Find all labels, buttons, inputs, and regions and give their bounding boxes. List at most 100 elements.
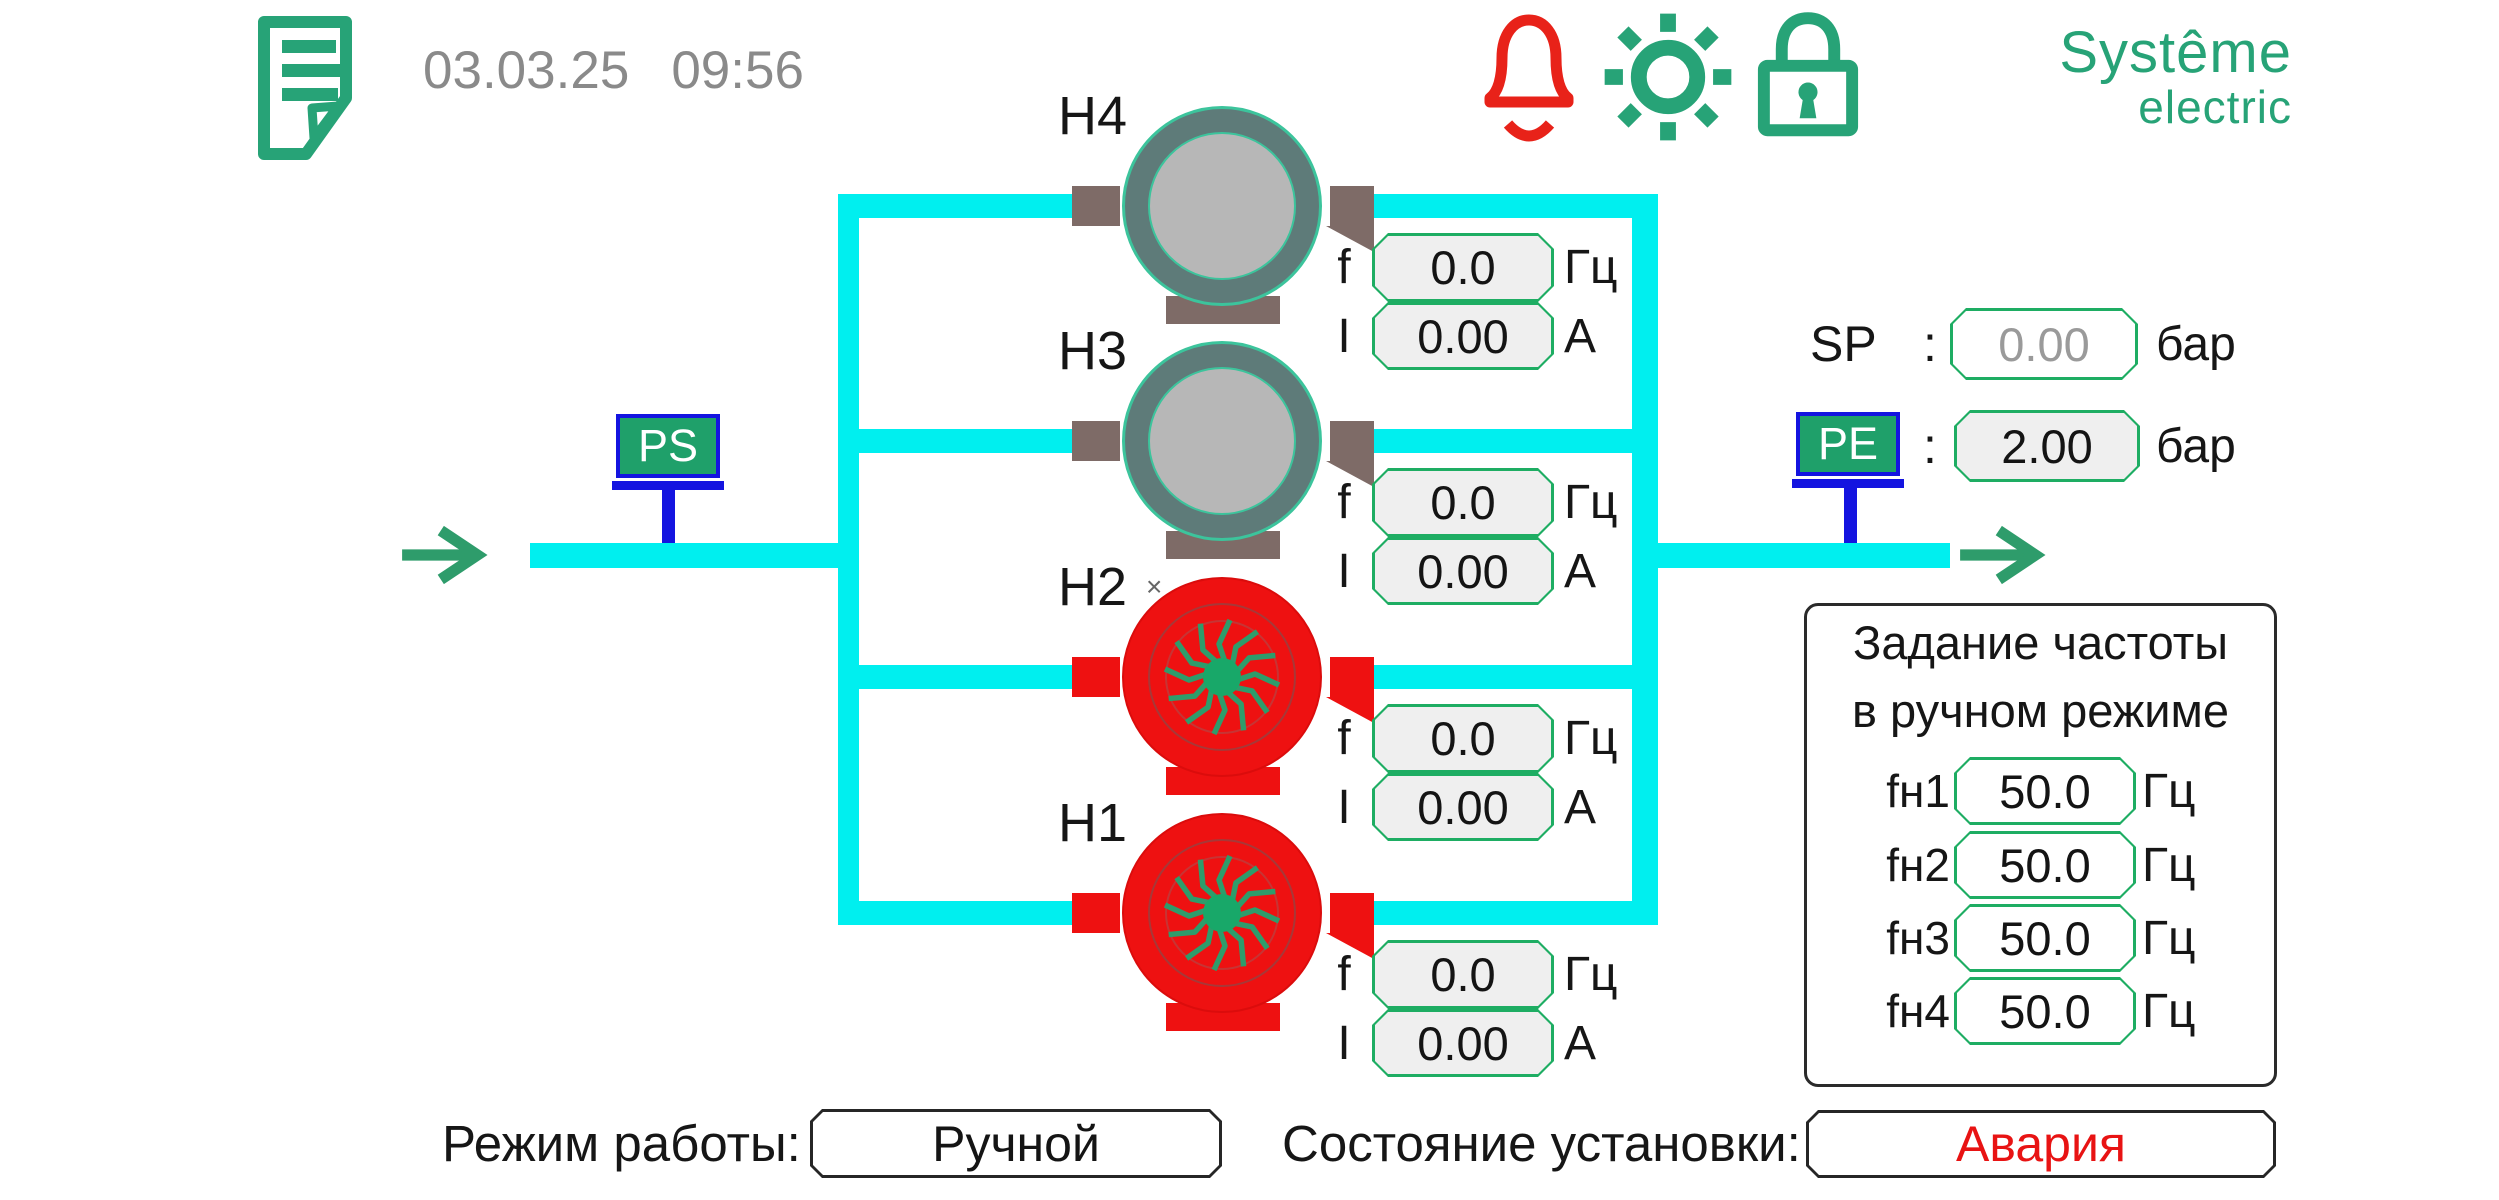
pump-h2[interactable]: H2 f 0.0 Гц I 0.00 А — [1040, 557, 1700, 849]
brand-logo: Systême electric — [1954, 20, 2292, 133]
pump-h2-outlet-flange — [1330, 657, 1374, 697]
fn1-input[interactable]: 50.0 — [1954, 757, 2136, 825]
pump-h2-label: H2 — [1058, 557, 1128, 617]
fn3-label: fн3 — [1886, 912, 1950, 964]
fn2-unit: Гц — [2142, 838, 2196, 892]
fn4-input[interactable]: 50.0 — [1954, 977, 2136, 1045]
pump-h4-outlet-flange — [1330, 186, 1374, 226]
document-icon — [248, 12, 362, 162]
fn1-unit: Гц — [2142, 764, 2196, 818]
pump-h3-outlet-flange — [1330, 421, 1374, 461]
fn1-label: fн1 — [1886, 765, 1950, 817]
pump-h4-motor-face — [1148, 132, 1296, 280]
state-label: Состояние установки: — [1282, 1114, 1801, 1172]
state-value-box: Авария — [1806, 1110, 2276, 1178]
pump-h1-current-readout: 0.00 — [1372, 1009, 1554, 1077]
inlet-pipe — [530, 543, 859, 568]
pe-unit: бар — [2156, 419, 2236, 473]
date-text: 03.03.25 — [423, 40, 630, 100]
logo-line1: Systême — [2059, 20, 2292, 85]
settings-button[interactable] — [1600, 10, 1736, 144]
pe-sensor-stem — [1844, 488, 1857, 543]
ps-sensor: PS — [616, 414, 720, 478]
pump-h4-f-label: f — [1337, 241, 1351, 294]
pe-sensor: PE — [1796, 412, 1900, 476]
pump-h2-i-label: I — [1337, 780, 1351, 834]
discharge-header-pipe — [1632, 194, 1658, 925]
pump-h1-outlet-flange — [1330, 893, 1374, 933]
datetime: 03.03.25 09:56 — [423, 40, 804, 100]
fn4-unit: Гц — [2142, 984, 2196, 1038]
pump-h1-frequency-readout: 0.0 — [1372, 940, 1554, 1009]
pump-h3-f-label: f — [1337, 476, 1351, 529]
pe-colon: : — [1923, 418, 1937, 474]
pump-h2-f-label: f — [1337, 712, 1351, 765]
time-text: 09:56 — [671, 40, 804, 100]
branch-pipe-h1-out — [1374, 901, 1658, 925]
branch-pipe-h2-out — [1374, 665, 1658, 689]
pump-h2-impeller-icon — [1122, 577, 1322, 777]
pump-h3-label: H3 — [1058, 321, 1128, 381]
lock-icon — [1746, 4, 1870, 142]
lock-button[interactable] — [1746, 4, 1870, 142]
pump-h1-f-unit: Гц — [1564, 948, 1618, 1001]
pump-h1-impeller-icon — [1122, 813, 1322, 1013]
pump-h1-inlet-flange — [1072, 893, 1120, 933]
pump-h1-i-label: I — [1337, 1016, 1351, 1070]
sp-label: SP — [1810, 316, 1877, 372]
pump-h3-frequency-readout: 0.0 — [1372, 468, 1554, 537]
ps-sensor-bar — [612, 481, 724, 490]
mouse-cursor-artifact: × — [1146, 571, 1163, 602]
pump-h2-inlet-flange — [1072, 657, 1120, 697]
fn2-input[interactable]: 50.0 — [1954, 831, 2136, 899]
fn3-input[interactable]: 50.0 — [1954, 904, 2136, 972]
outlet-flow-arrow-icon — [1954, 524, 2068, 586]
pump-h2-i-unit: А — [1564, 780, 1597, 834]
pump-h3[interactable]: H3 f 0.0 Гц I 0.00 А — [1040, 321, 1700, 613]
report-button[interactable] — [248, 12, 362, 162]
sp-setpoint-input[interactable]: 0.00 — [1950, 308, 2138, 380]
suction-header-pipe — [838, 194, 859, 925]
pump-h3-motor-face — [1148, 367, 1296, 515]
fn3-unit: Гц — [2142, 911, 2196, 965]
pump-h4-f-unit: Гц — [1564, 241, 1618, 294]
pump-h1[interactable]: H1 f 0.0 Гц I 0.00 А — [1040, 793, 1700, 1085]
pump-h4-i-label: I — [1337, 309, 1351, 363]
sp-colon: : — [1923, 316, 1937, 372]
manual-panel-title-line2: в ручном режиме — [1852, 683, 2229, 737]
fn4-label: fн4 — [1886, 985, 1950, 1037]
pump-h3-i-label: I — [1337, 544, 1351, 598]
pe-pressure-readout: 2.00 — [1954, 410, 2140, 482]
fn2-label: fн2 — [1886, 839, 1950, 891]
manual-panel-title-line1: Задание частоты — [1852, 615, 2229, 669]
inlet-flow-arrow-icon — [396, 524, 510, 586]
pump-h2-f-unit: Гц — [1564, 712, 1618, 765]
mode-label: Режим работы: — [442, 1114, 801, 1172]
pump-h2-frequency-readout: 0.0 — [1372, 704, 1554, 773]
pump-h4-i-unit: А — [1564, 309, 1597, 363]
branch-pipe-h3-out — [1374, 429, 1658, 453]
pump-h3-current-readout: 0.00 — [1372, 537, 1554, 605]
pump-h4-frequency-readout: 0.0 — [1372, 233, 1554, 302]
pump-h4-current-readout: 0.00 — [1372, 302, 1554, 370]
pe-sensor-bar — [1792, 479, 1904, 488]
bell-icon — [1476, 2, 1582, 150]
alarm-button[interactable] — [1476, 2, 1582, 150]
logo-line2: electric — [2138, 81, 2292, 133]
pump-h3-i-unit: А — [1564, 544, 1597, 598]
outlet-pipe — [1658, 543, 1950, 568]
pump-h4[interactable]: H4 f 0.0 Гц I 0.00 А — [1040, 86, 1700, 378]
ps-sensor-stem — [662, 490, 675, 543]
pe-sensor-label: PE — [1817, 418, 1879, 469]
pump-h2-current-readout: 0.00 — [1372, 773, 1554, 841]
ps-sensor-label: PS — [637, 420, 699, 471]
sp-unit: бар — [2156, 317, 2236, 371]
branch-pipe-h4-out — [1374, 194, 1658, 218]
pump-h4-label: H4 — [1058, 86, 1128, 146]
pump-h1-f-label: f — [1337, 948, 1351, 1001]
pump-h1-label: H1 — [1058, 793, 1128, 853]
sun-icon — [1600, 10, 1736, 144]
pump-h3-inlet-flange — [1072, 421, 1120, 461]
mode-value-box[interactable]: Ручной — [810, 1109, 1222, 1178]
